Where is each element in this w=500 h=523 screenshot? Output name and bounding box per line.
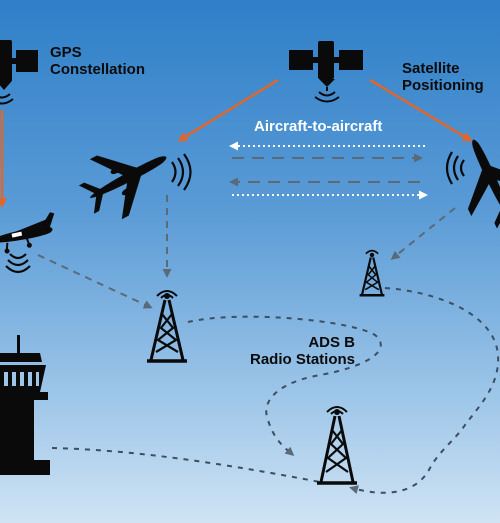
link-jet-right-tower: [390, 207, 456, 260]
signal-waves-icon: [5, 253, 31, 274]
jet-icon: [78, 155, 167, 220]
signal-waves-icon: [0, 93, 14, 105]
satellite-positioning-label: Satellite Positioning: [402, 60, 484, 94]
satellite-icon: [289, 41, 363, 91]
radio-tower-icon: [359, 249, 385, 297]
gps-label-line1: GPS: [50, 44, 82, 61]
signal-waves-icon: [314, 91, 340, 103]
a2a-links: [229, 141, 428, 200]
link-sat-jet-left: [177, 78, 279, 142]
satellite-icon: [0, 40, 38, 90]
signal-waves-icon: [171, 153, 192, 191]
link-smallplane-tower: [37, 254, 153, 309]
ground-network: [51, 287, 500, 494]
link-sat-jet-right: [369, 78, 473, 142]
link-tower2-tower3: [349, 287, 500, 494]
radio-links: [37, 195, 456, 309]
satellite-links: [0, 78, 473, 208]
adsb-label-line2: Radio Stations: [249, 351, 355, 368]
adsb-label: ADS B Radio Stations: [243, 334, 355, 368]
gps-label-line2: Constellation: [50, 61, 146, 78]
radio-tower-icon: [317, 406, 357, 485]
small-plane-icon: [0, 212, 55, 254]
link-tower1-tower3: [187, 315, 382, 456]
gps-label: GPS Constellation: [50, 44, 145, 78]
radio-tower-icon: [147, 290, 187, 363]
link-control-tower3: [51, 447, 321, 483]
signal-waves-icon: [445, 151, 465, 185]
a2a-label: Aircraft-to-aircraft: [254, 118, 383, 135]
satellite-label-line2: Positioning: [402, 77, 484, 94]
adsb-label-line1: ADS B: [308, 334, 355, 351]
satellite-label-line1: Satellite: [402, 60, 460, 77]
control-tower-icon: [0, 335, 50, 475]
